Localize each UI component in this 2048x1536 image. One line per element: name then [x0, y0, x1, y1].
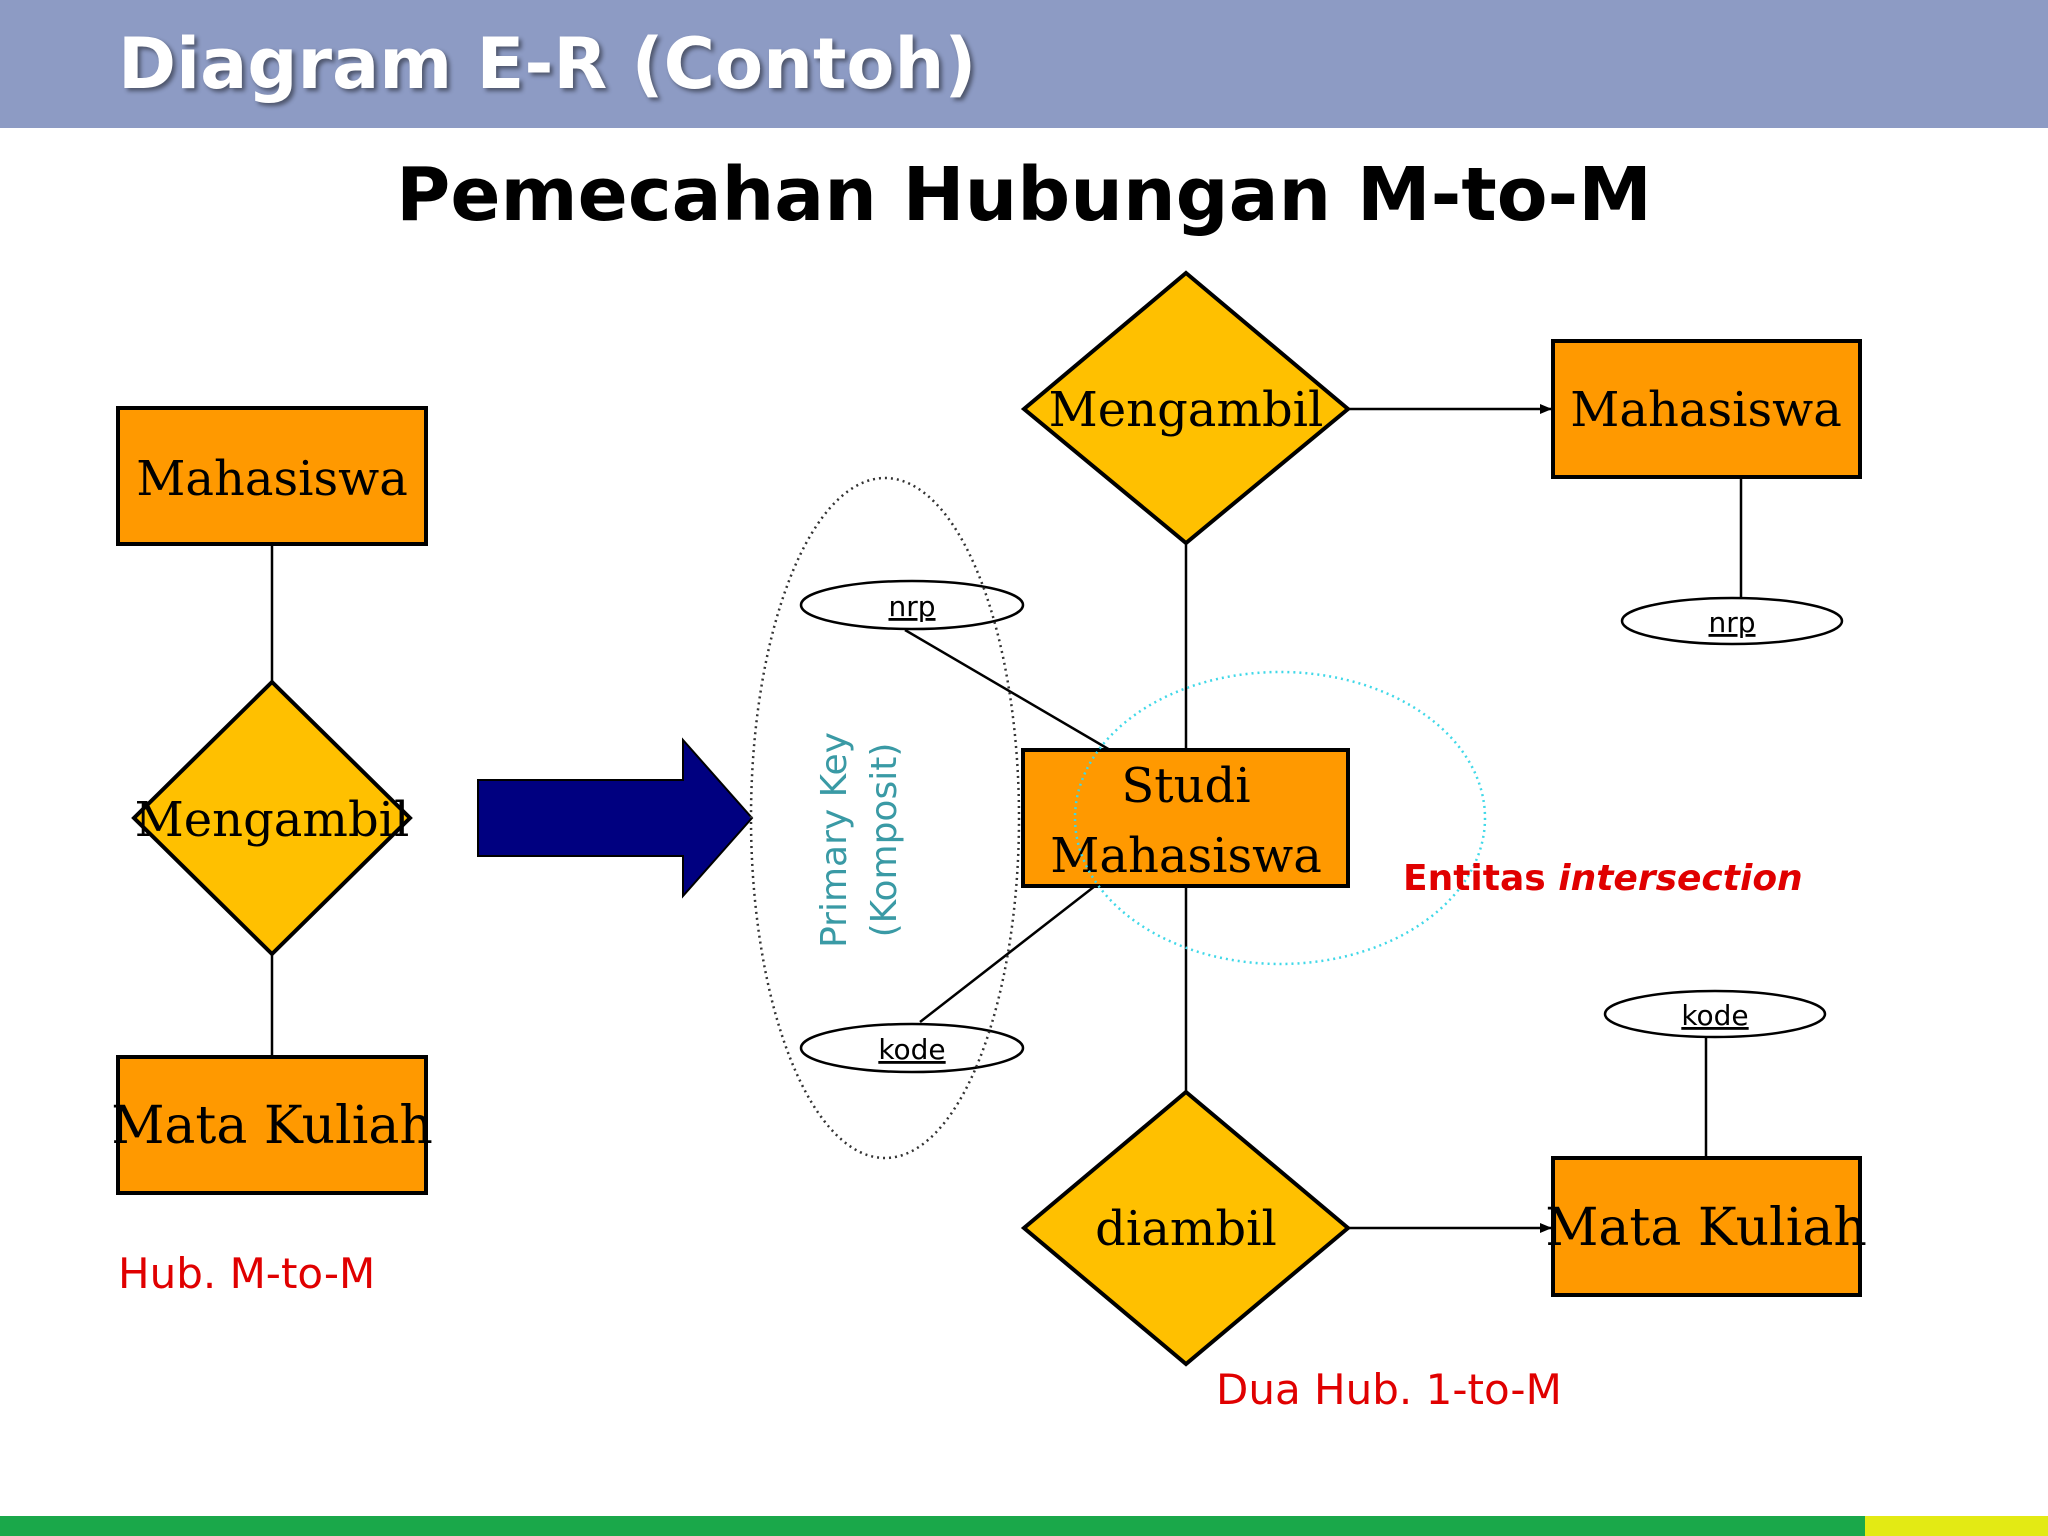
entity-mahasiswa-left — [116, 406, 428, 546]
pk-label-line2: (Komposit) — [864, 743, 905, 938]
attribute-kode-right — [1603, 989, 1827, 1039]
attribute-kode-pk — [799, 1022, 1025, 1074]
slide-subtitle: Pemecahan Hubungan M-to-M — [396, 152, 1652, 238]
entity-label: Mahasiswa — [1570, 382, 1842, 438]
caption-hub-m-to-m: Hub. M-to-M — [118, 1249, 375, 1298]
attribute-nrp-right — [1620, 596, 1844, 646]
intersection-caption-italic: intersection — [1558, 858, 1802, 899]
connector-line — [904, 628, 1111, 752]
attribute-label: nrp — [888, 590, 935, 623]
entity-label: Mata Kuliah — [1545, 1198, 1867, 1258]
relationship-label: Mengambil — [1049, 382, 1324, 438]
intersection-highlight — [1073, 670, 1487, 966]
composite-key-boundary — [749, 476, 1021, 1160]
header-bar — [0, 0, 2048, 128]
entity-label: Mahasiswa — [136, 451, 408, 507]
caption-dua-hub: Dua Hub. 1-to-M — [1216, 1365, 1562, 1414]
footer-bar-yellow — [1865, 1516, 2048, 1536]
entity-label: Mata Kuliah — [111, 1096, 433, 1156]
entity-studi-mahasiswa — [1021, 748, 1350, 888]
entity-label-line2: Mahasiswa — [1050, 828, 1322, 884]
entity-mata-kuliah-left — [116, 1055, 428, 1195]
connector-line — [919, 885, 1096, 1023]
attribute-nrp-pk — [799, 579, 1025, 631]
footer-bar-green — [0, 1516, 1865, 1536]
slide-title: Diagram E-R (Contoh) — [118, 23, 977, 105]
pk-label-line1: Primary Key — [814, 732, 855, 948]
relationship-label: diambil — [1095, 1201, 1277, 1257]
relationship-mengambil-left — [131, 679, 413, 957]
relationship-diambil — [1020, 1089, 1352, 1367]
intersection-caption: Entitas intersection — [1403, 858, 1803, 899]
entity-mata-kuliah-right — [1551, 1156, 1862, 1297]
attribute-label: kode — [878, 1033, 945, 1066]
entity-label-line1: Studi — [1121, 758, 1250, 814]
primary-key-label: Primary Key (Komposit) — [814, 732, 905, 948]
transform-arrow — [477, 737, 754, 899]
attribute-label: nrp — [1708, 606, 1755, 639]
relationship-label: Mengambil — [135, 792, 410, 848]
intersection-caption-prefix: Entitas — [1403, 858, 1558, 899]
entity-mahasiswa-right — [1551, 339, 1862, 479]
attribute-label: kode — [1681, 999, 1748, 1032]
relationship-mengambil-right — [1020, 270, 1352, 546]
